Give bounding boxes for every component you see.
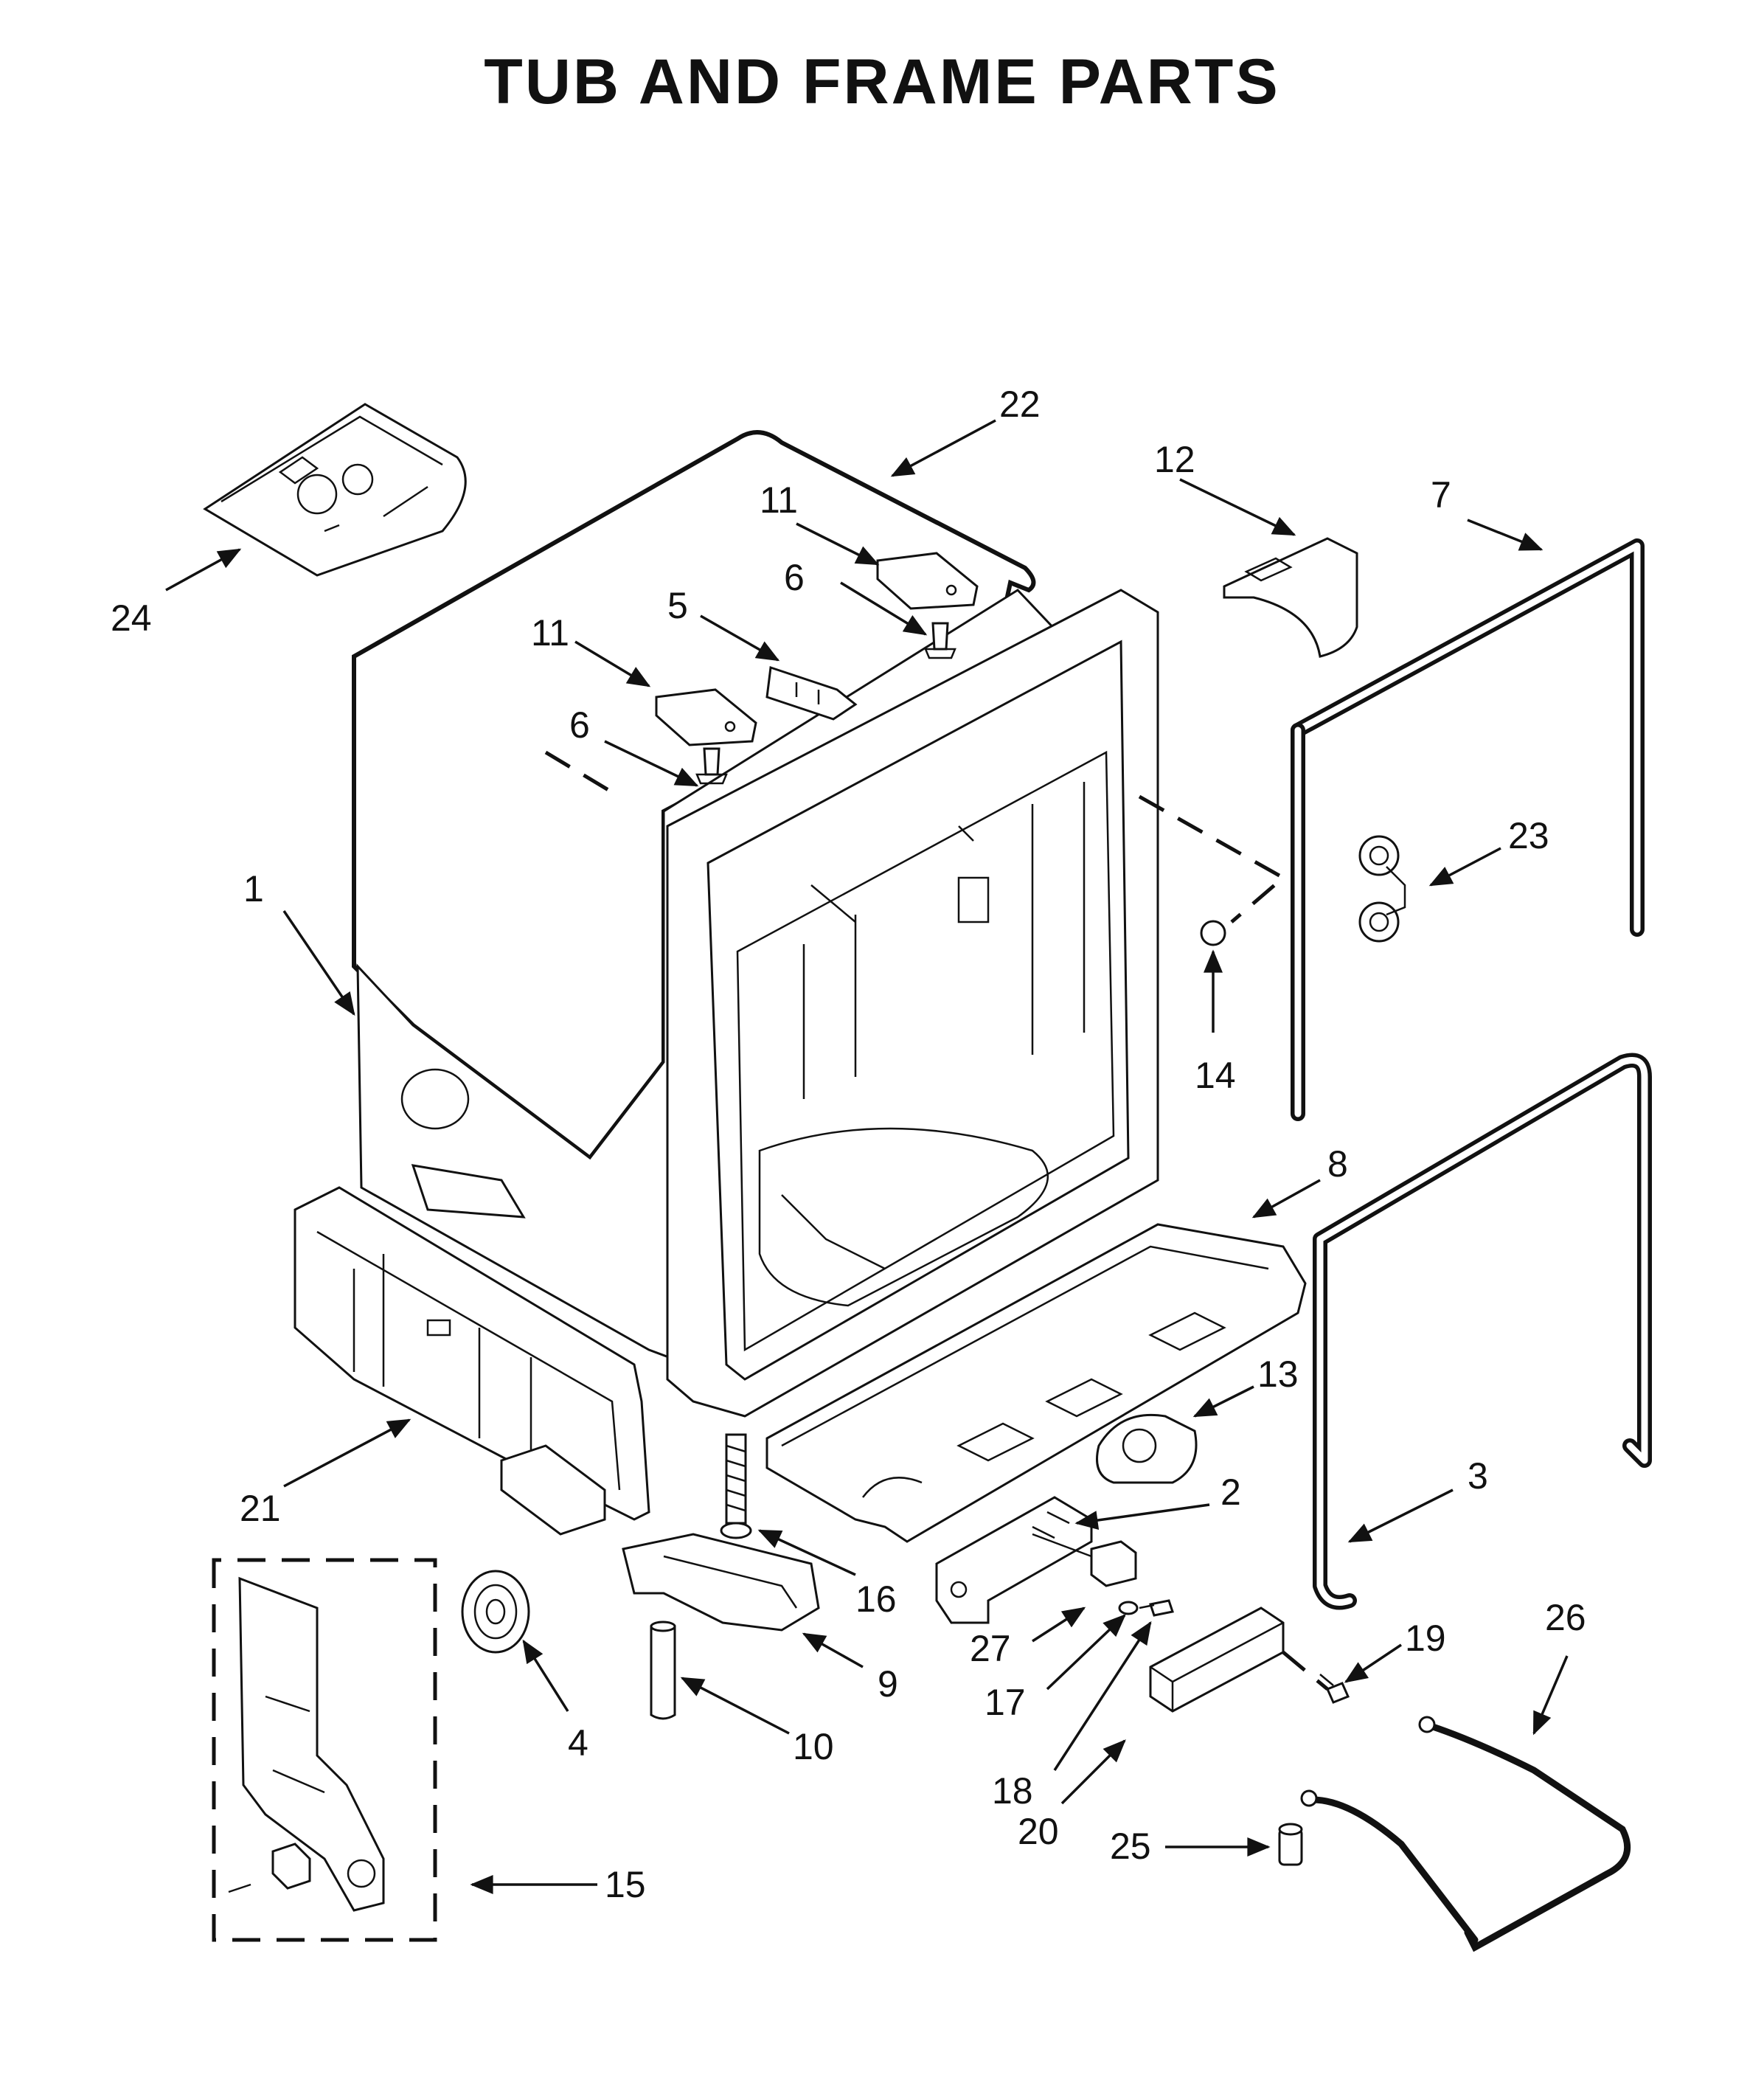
callout-12: 12 (1154, 439, 1195, 480)
part-plug (1138, 794, 1287, 946)
callout-labels: 1 2 3 4 5 6 6 7 8 9 10 11 11 12 13 14 15… (111, 384, 1586, 1905)
callout-21: 21 (240, 1488, 281, 1529)
callout-20: 20 (1018, 1811, 1059, 1852)
page-title: TUB AND FRAME PARTS (484, 46, 1280, 117)
part-pump-assembly-group (212, 1558, 437, 1942)
callout-26: 26 (1545, 1597, 1586, 1638)
callout-27: 27 (970, 1628, 1011, 1669)
callout-6b: 6 (569, 704, 590, 746)
callout-11a: 11 (760, 479, 798, 521)
callout-23: 23 (1508, 815, 1549, 856)
part-bracket-screw-lower (695, 747, 728, 785)
part-mounting-bracket-lower (655, 688, 757, 746)
callout-10: 10 (793, 1726, 834, 1767)
part-door-gasket-bottom (1313, 1053, 1652, 1610)
callout-18: 18 (992, 1770, 1033, 1812)
part-leveling-leg (720, 1433, 752, 1539)
callout-15: 15 (605, 1864, 646, 1905)
part-vent-cap (1223, 537, 1358, 658)
part-connector (1278, 1823, 1303, 1866)
callout-7: 7 (1431, 474, 1451, 516)
part-base (765, 1223, 1307, 1543)
part-tub (356, 589, 1159, 1418)
part-float (1096, 1413, 1198, 1484)
part-door-latch-clip (765, 665, 858, 721)
callout-9: 9 (878, 1663, 898, 1705)
part-bracket-screw-upper (924, 622, 956, 659)
callout-6a: 6 (784, 557, 805, 598)
callout-19: 19 (1405, 1618, 1446, 1659)
callout-5: 5 (667, 585, 688, 626)
part-pump-impeller (461, 1570, 530, 1654)
callout-22: 22 (999, 384, 1041, 425)
part-door-gasket-side (1291, 538, 1645, 1121)
part-door-stop (1358, 835, 1406, 943)
callout-16: 16 (855, 1578, 897, 1620)
part-terminal-screw (1282, 1651, 1350, 1704)
part-mounting-bracket-upper (876, 552, 979, 610)
part-hardware-bag (203, 403, 467, 577)
callout-17: 17 (985, 1682, 1026, 1723)
part-guide-rod (650, 1621, 676, 1720)
part-switch-screw (1139, 1599, 1174, 1617)
callout-25: 25 (1110, 1826, 1151, 1867)
part-door-switch (1032, 1533, 1137, 1587)
part-drain-bracket (622, 1533, 820, 1632)
callout-8: 8 (1327, 1143, 1348, 1185)
callout-14: 14 (1195, 1055, 1236, 1096)
callout-1: 1 (243, 868, 264, 909)
callout-2: 2 (1220, 1472, 1241, 1513)
callout-24: 24 (111, 597, 152, 639)
callout-11b: 11 (531, 612, 569, 654)
callout-4: 4 (568, 1722, 588, 1764)
part-front-panel (294, 1186, 650, 1536)
callout-13: 13 (1257, 1353, 1299, 1395)
part-terminal-box (1149, 1606, 1285, 1713)
callout-3: 3 (1468, 1455, 1488, 1497)
part-wire-harness (1300, 1716, 1631, 1952)
part-control-bracket (935, 1496, 1093, 1624)
part-washer (1118, 1601, 1139, 1615)
leader-lines (165, 419, 1569, 1894)
